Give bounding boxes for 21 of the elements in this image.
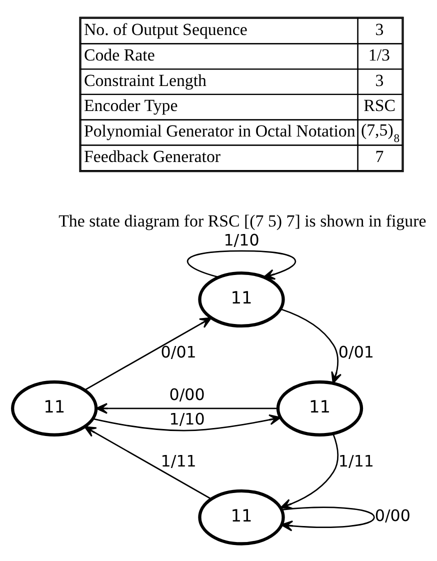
- label: RSC: [364, 96, 396, 116]
- label: 7: [375, 146, 384, 166]
- edge-label: 1/11: [160, 452, 196, 471]
- label: 3: [375, 20, 384, 39]
- label: Code Rate: [84, 45, 155, 64]
- label: Constraint Length: [84, 70, 207, 90]
- label: The state diagram for RSC [(7 5) 7] is shown in figure: [58, 211, 426, 230]
- label: 3: [375, 70, 384, 90]
- edge-label: 0/00: [169, 384, 205, 404]
- label: No. of Output Sequence: [84, 20, 248, 39]
- edge-label: 1/10: [169, 409, 205, 428]
- edge-label: 0/01: [338, 342, 374, 362]
- edge-label: 0/01: [160, 342, 196, 362]
- label: (7,5)$_{8}$: [360, 120, 400, 145]
- label: 1/3: [368, 45, 390, 64]
- label: Feedback Generator: [84, 146, 221, 166]
- label: Encoder Type: [84, 96, 178, 116]
- label: Polynomial Generator in Octal Notation: [84, 121, 356, 140]
- edge-label: 1/10: [224, 230, 260, 250]
- edge-label: 0/00: [374, 506, 410, 526]
- edge-label: 1/11: [338, 452, 374, 471]
